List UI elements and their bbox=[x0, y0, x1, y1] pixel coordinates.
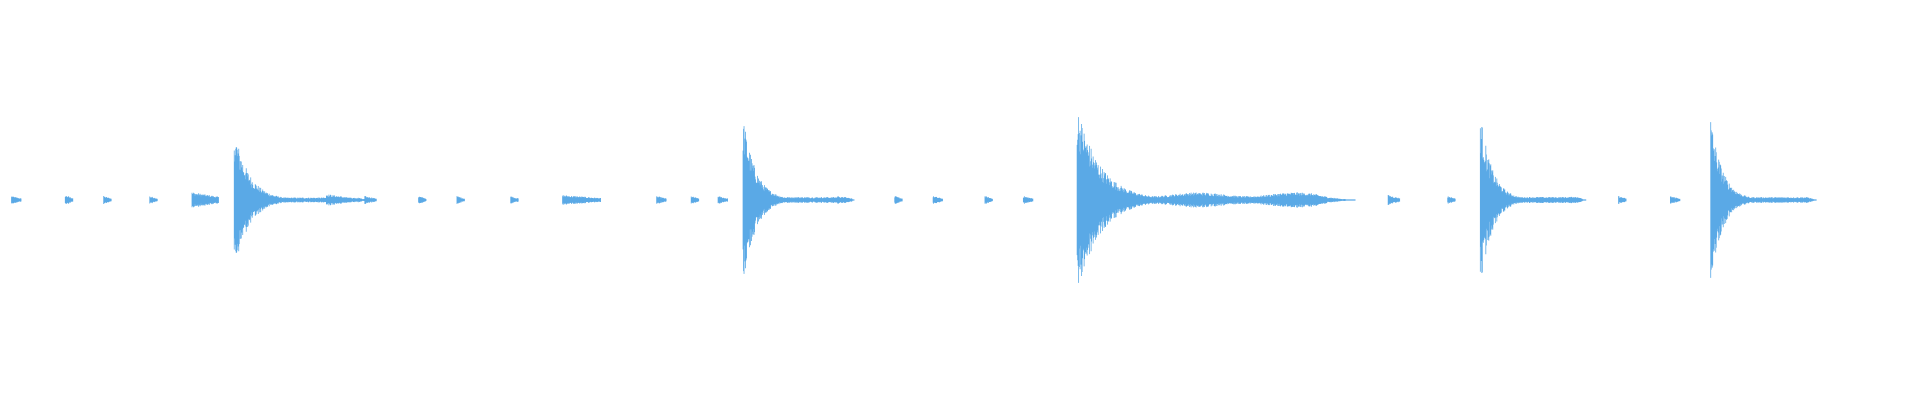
waveform-burst-28 bbox=[1710, 122, 1817, 278]
waveform-tick-17 bbox=[894, 196, 903, 204]
waveform-tick-13 bbox=[690, 196, 700, 204]
waveform-tick-0 bbox=[11, 196, 22, 204]
waveform-tick-23 bbox=[1447, 196, 1456, 204]
waveform-burst-24 bbox=[1479, 127, 1587, 273]
waveform-tick-27 bbox=[1670, 196, 1681, 204]
waveform-events bbox=[11, 117, 1817, 283]
waveform-tick-18 bbox=[932, 196, 944, 204]
waveform-tick-1 bbox=[64, 195, 74, 205]
waveform-tick-22 bbox=[1387, 195, 1401, 205]
waveform-tick-9 bbox=[456, 196, 465, 204]
waveform-tick-8 bbox=[418, 196, 427, 204]
waveform-tick-20 bbox=[1022, 196, 1034, 204]
waveform-tick-3 bbox=[149, 196, 158, 204]
waveform-tick-14 bbox=[717, 196, 728, 204]
waveform-tick-6 bbox=[326, 194, 350, 206]
waveform-tick-4 bbox=[191, 192, 219, 208]
waveform-tick-11 bbox=[562, 195, 601, 205]
waveform-tick-19 bbox=[984, 196, 993, 204]
waveform-sustain-21 bbox=[1076, 117, 1356, 283]
waveform-tick-7 bbox=[364, 196, 377, 204]
waveform-tick-26 bbox=[1618, 196, 1627, 204]
waveform-tick-12 bbox=[656, 196, 667, 204]
waveform-tick-2 bbox=[103, 196, 112, 204]
waveform-tick-10 bbox=[510, 196, 519, 204]
waveform-tick-25 bbox=[1570, 196, 1583, 204]
waveform-tick-16 bbox=[836, 196, 853, 204]
